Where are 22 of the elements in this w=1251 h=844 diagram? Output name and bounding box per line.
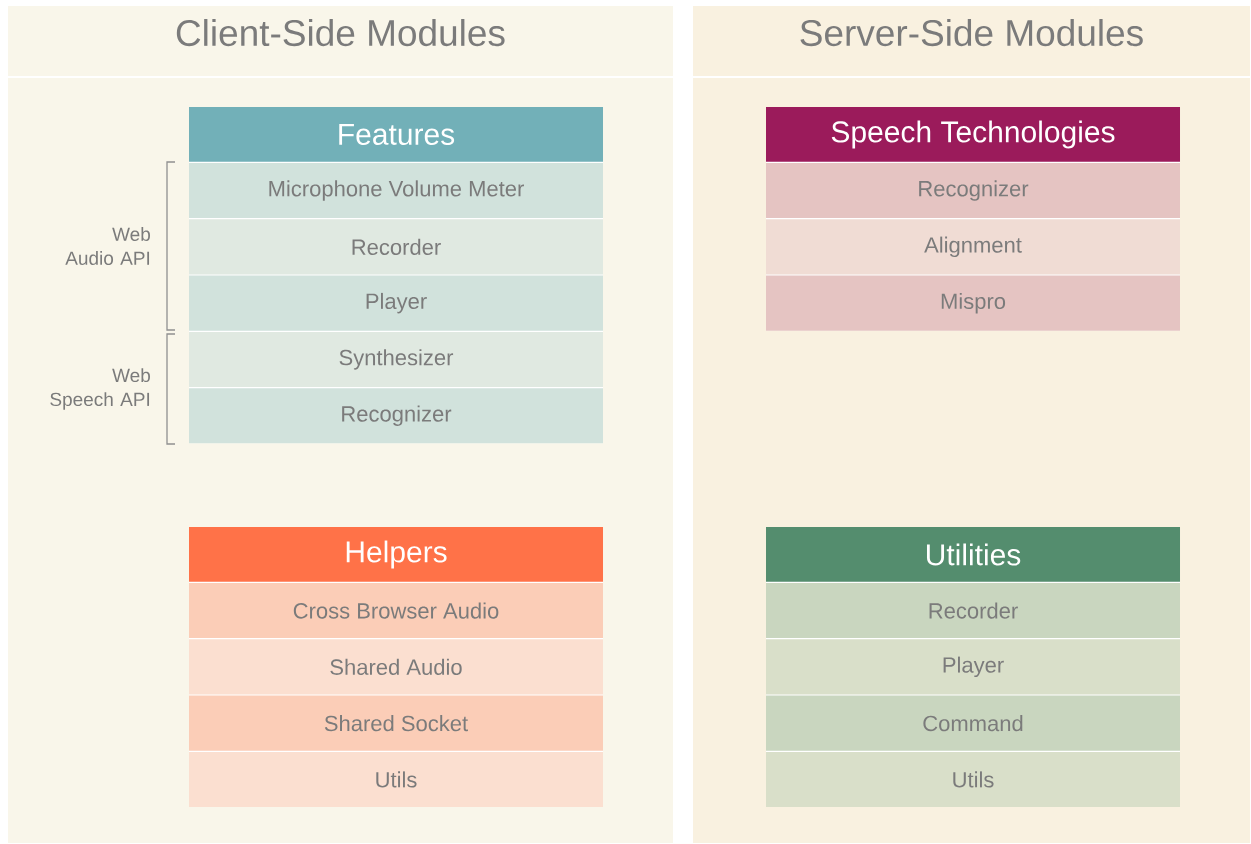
table-header: Speech Technologies (766, 107, 1180, 162)
table-row: Microphone Volume Meter (189, 163, 603, 219)
table-row: Mispro (766, 275, 1180, 331)
table-row: Command (766, 695, 1180, 751)
table-row: Utils (189, 751, 603, 807)
table-row: Player (766, 639, 1180, 695)
table-row: Recorder (189, 219, 603, 275)
api-label: Web Speech API (50, 368, 150, 410)
table-row: Shared Audio (189, 639, 603, 695)
table-row: Shared Socket (189, 695, 603, 751)
table-header: Helpers (189, 527, 603, 582)
table-row: Recorder (766, 583, 1180, 639)
table-row: Utils (766, 751, 1180, 807)
table-header: Utilities (766, 527, 1180, 582)
table-row: Recognizer (189, 388, 603, 444)
table-row: Synthesizer (189, 331, 603, 387)
table-row: Alignment (766, 219, 1180, 275)
api-label: Web Audio API (65, 227, 150, 265)
table-row: Player (189, 275, 603, 331)
table-row: Recognizer (766, 163, 1180, 219)
table-row: Cross Browser Audio (189, 583, 603, 639)
table-header: Features (189, 107, 603, 162)
